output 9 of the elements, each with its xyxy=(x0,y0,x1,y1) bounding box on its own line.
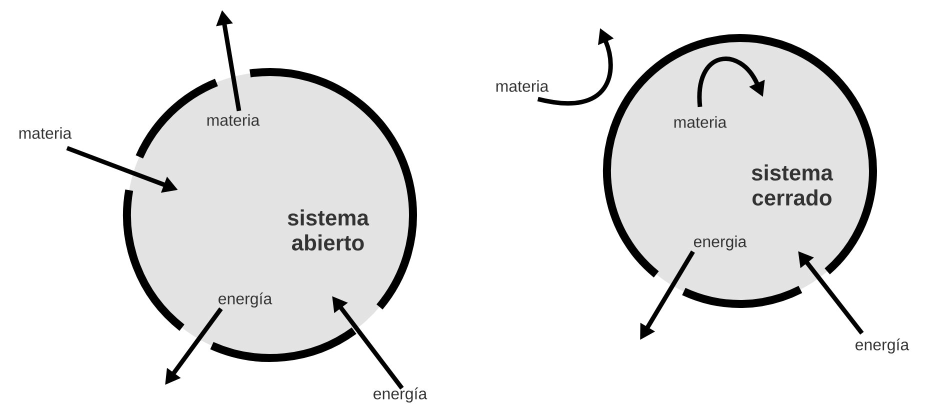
flow-label: materia xyxy=(19,127,72,139)
flow-label: energia xyxy=(694,236,747,250)
flow-label: energía xyxy=(856,338,910,354)
flow-label: energía xyxy=(374,387,428,403)
flow-label: materia xyxy=(496,80,549,92)
flow-label: energía xyxy=(218,292,272,308)
arrow xyxy=(697,56,765,107)
flow-label: materia xyxy=(674,116,727,128)
flow-label: materia xyxy=(207,114,260,126)
